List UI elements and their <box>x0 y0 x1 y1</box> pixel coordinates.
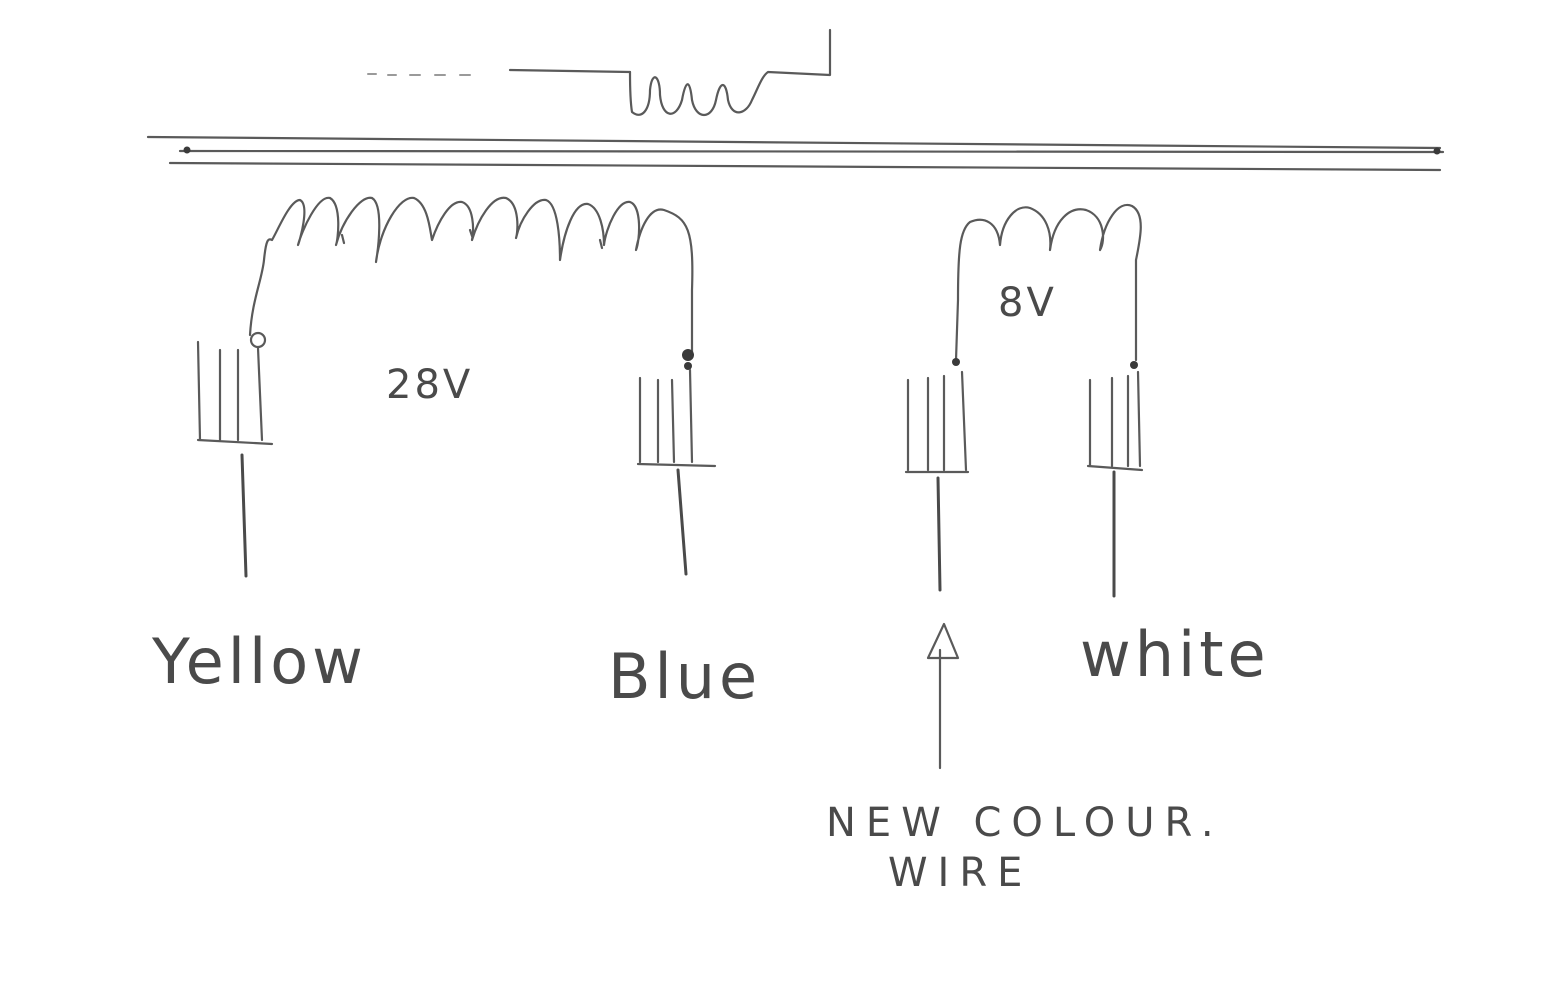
voltage-label-8v: 8V <box>998 280 1057 326</box>
wire-label-blue: Blue <box>608 640 761 713</box>
secondary-coil-8v <box>954 203 1142 362</box>
wire-label-yellow: Yellow <box>151 625 367 698</box>
note-line-1: NEW COLOUR. <box>826 800 1224 846</box>
secondary-coil-28v <box>248 196 694 354</box>
primary-coil <box>367 28 832 117</box>
wire-label-white: white <box>1080 618 1270 691</box>
connection-points <box>249 331 1138 370</box>
spade-connector-blue <box>636 368 717 576</box>
new-wire-arrow <box>926 622 960 770</box>
voltage-label-28v: 28V <box>386 362 473 408</box>
spade-connector-white <box>1086 370 1144 598</box>
spade-connector-yellow <box>196 340 274 578</box>
note-line-2: WIRE <box>888 850 1032 896</box>
spade-connector-8v-left <box>904 370 970 592</box>
transformer-core <box>146 135 1445 172</box>
